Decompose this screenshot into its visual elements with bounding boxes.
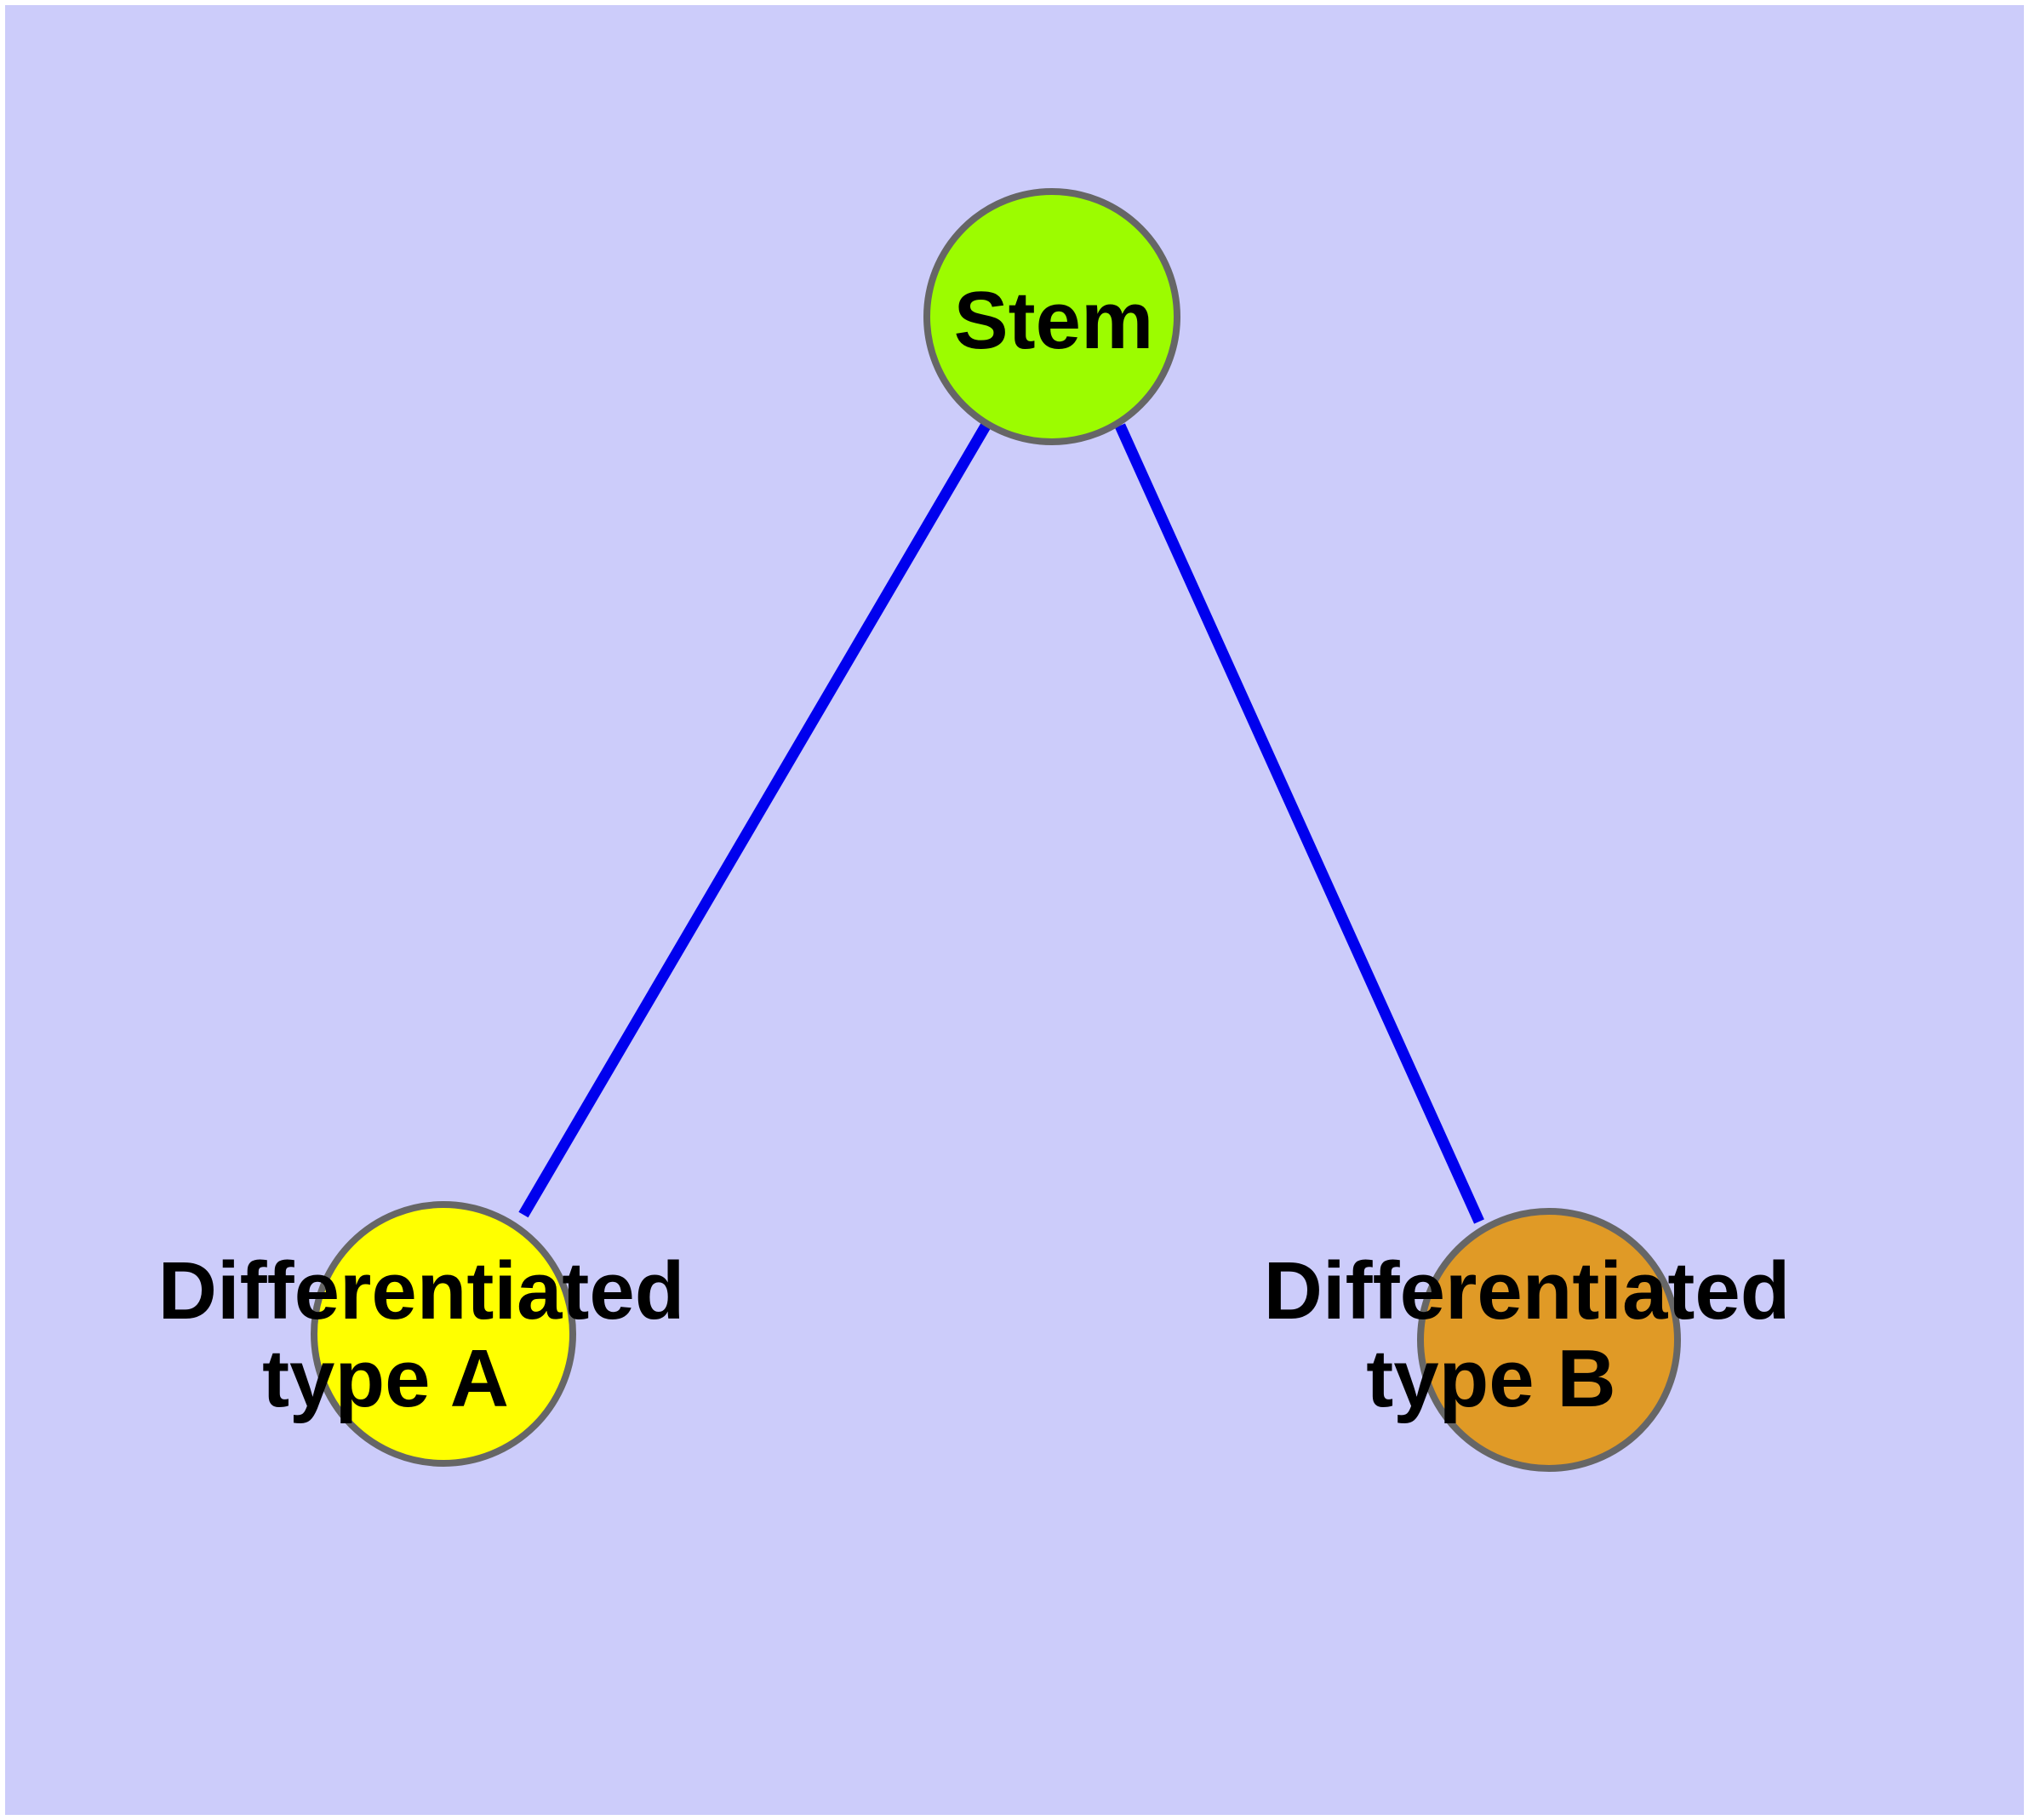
- node-label-stem: Stem: [954, 275, 1154, 366]
- node-differentiated-type-b[interactable]: [1417, 1208, 1681, 1472]
- edge-stem-to-differentiated-type-b[interactable]: [1115, 423, 1484, 1224]
- node-label-differentiated-type-b-line1: Differentiated: [1264, 1245, 1791, 1336]
- node-group: [311, 188, 1681, 1472]
- node-label-differentiated-type-a-line2: type A: [262, 1333, 509, 1424]
- node-label-differentiated-type-a-line1: Differentiated: [158, 1245, 685, 1336]
- node-stem[interactable]: [923, 188, 1180, 445]
- node-label-differentiated-type-b-line2: type B: [1366, 1333, 1615, 1424]
- node-differentiated-type-a[interactable]: [311, 1201, 576, 1467]
- label-group: Stem Differentiated type A Differentiate…: [158, 275, 1791, 1424]
- edge-stem-to-differentiated-type-a[interactable]: [518, 420, 992, 1218]
- edge-group: [518, 420, 1484, 1224]
